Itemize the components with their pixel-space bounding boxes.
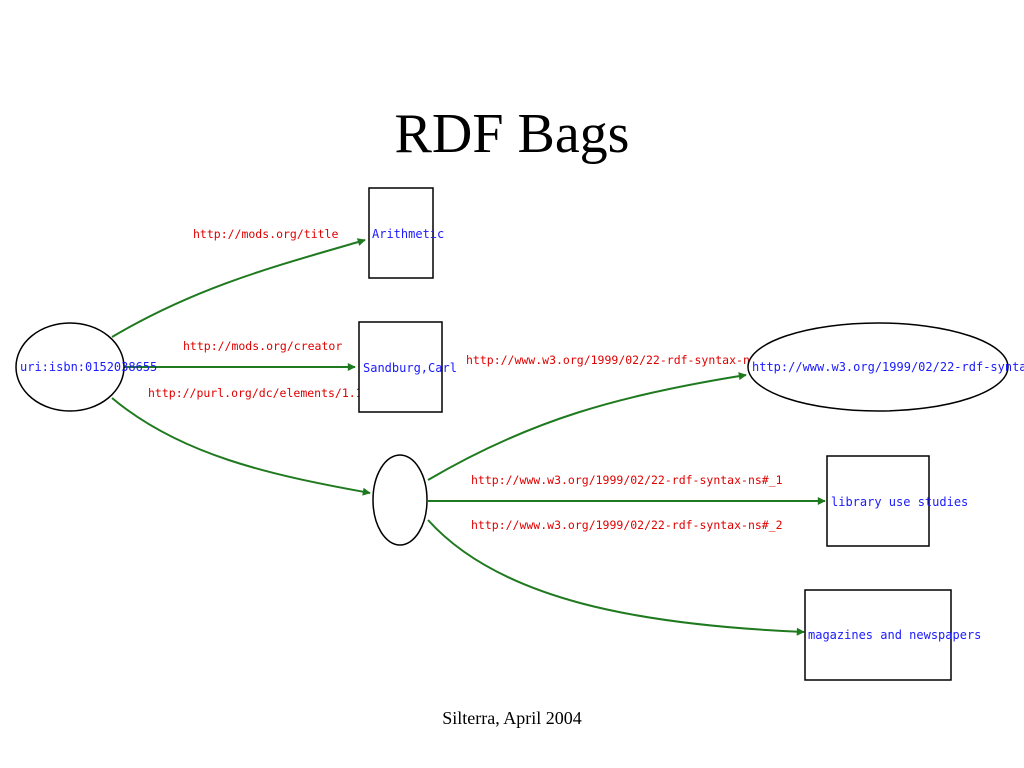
edge-title-label: http://mods.org/title — [193, 227, 338, 241]
edge-member-2-line — [427, 519, 805, 636]
edge-subject-line — [111, 397, 371, 496]
edge-creator-label: http://mods.org/creator — [183, 339, 342, 353]
node-bag-type-ellipse — [747, 322, 1009, 412]
edge-type-line — [427, 372, 747, 481]
edge-type-label: http://www.w3.org/1999/02/22-rdf-syntax-… — [466, 353, 791, 367]
node-item-1-label: library use studies — [831, 495, 968, 509]
node-creator-value-label: Sandburg,Carl — [363, 361, 457, 375]
slide-title: RDF Bags — [394, 103, 630, 165]
node-isbn-label: uri:isbn:0152038655 — [20, 360, 157, 374]
edge-member-2-label: http://www.w3.org/1999/02/22-rdf-syntax-… — [471, 518, 783, 532]
node-bag-type-label: http://www.w3.org/1999/02/22-rdf-syntax-… — [752, 360, 1024, 374]
node-item-2-label: magazines and newspapers — [808, 628, 981, 642]
edge-member-1-label: http://www.w3.org/1999/02/22-rdf-syntax-… — [471, 473, 783, 487]
node-bag-blank — [372, 454, 428, 546]
slide-footer: Silterra, April 2004 — [442, 708, 582, 728]
node-item-1-box — [826, 455, 930, 547]
edge-title-line — [111, 238, 366, 338]
node-creator-value-box — [358, 321, 443, 413]
node-isbn-ellipse — [15, 322, 125, 412]
node-item-2-box — [804, 589, 952, 681]
edge-subject-label: http://purl.org/dc/elements/1.1/subject — [148, 386, 418, 400]
node-title-value-label: Arithmetic — [372, 227, 444, 241]
node-title-value-box — [368, 187, 434, 279]
